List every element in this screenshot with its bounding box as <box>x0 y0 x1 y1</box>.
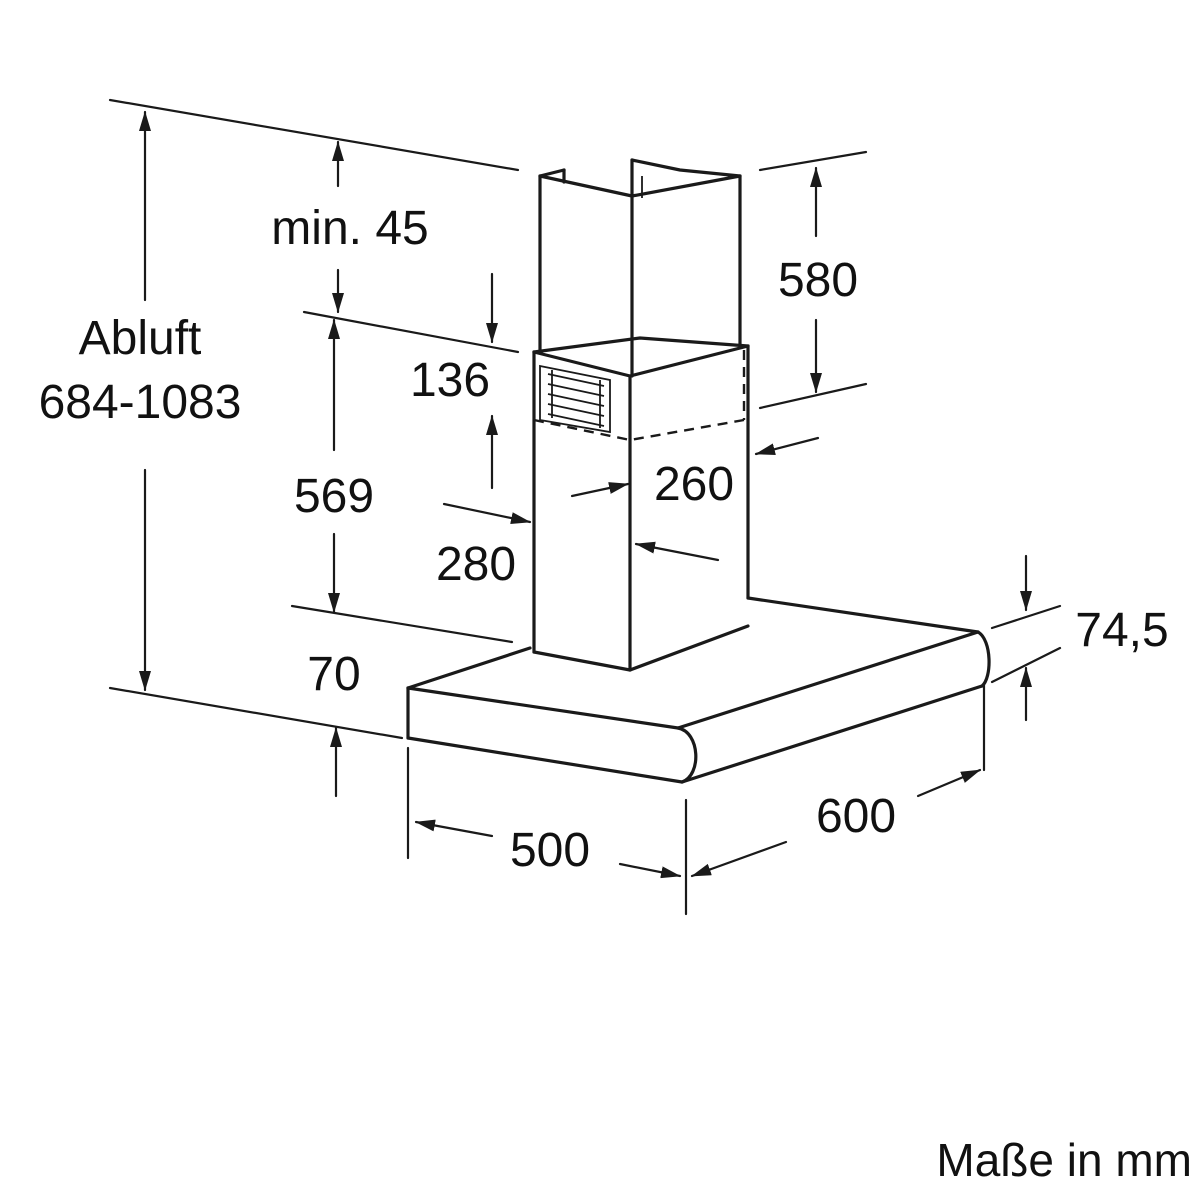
label-abluft-title: Abluft <box>79 312 202 365</box>
air-vent-grille <box>539 364 611 434</box>
dimension-280 <box>442 502 720 562</box>
label-dim-70: 70 <box>307 648 360 701</box>
extension-lines <box>108 98 1062 916</box>
hidden-edge-dashed <box>533 350 746 442</box>
dimension-600 <box>690 768 982 878</box>
label-dim-569: 569 <box>294 470 374 523</box>
label-min-gap: min. 45 <box>271 202 428 255</box>
label-dim-280: 280 <box>436 538 516 591</box>
dimension-260 <box>570 436 820 498</box>
label-dim-600: 600 <box>816 790 896 843</box>
units-note: Maße in mm <box>936 1134 1192 1186</box>
chimney-lower <box>532 336 750 672</box>
hood-canopy <box>406 596 991 784</box>
label-abluft-range: 684-1083 <box>39 376 242 429</box>
chimney-upper <box>538 158 742 378</box>
label-dim-580: 580 <box>778 254 858 307</box>
label-dim-500: 500 <box>510 824 590 877</box>
label-dim-260: 260 <box>654 458 734 511</box>
dimension-500 <box>414 819 682 879</box>
label-dim-74-5: 74,5 <box>1075 604 1168 657</box>
label-dim-136: 136 <box>410 354 490 407</box>
